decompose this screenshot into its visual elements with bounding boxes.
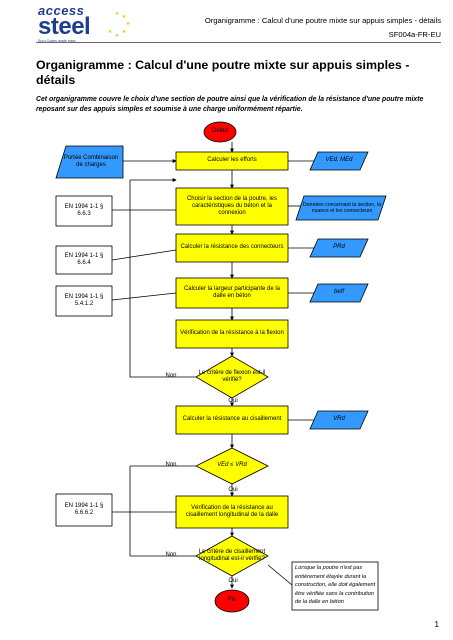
header-document-code: SF004a-FR-EU [388,30,441,39]
decision-vcheck-label: VEd ≤ VRd [217,462,247,469]
eu-stars-icon: ★ ★ ★ ★ ★ ★ [108,11,131,39]
ref-3-label: EN 1994 1-1 § 5.4.1.2 [64,293,104,307]
logo-word-steel: steel [38,13,91,40]
page-title: Organigramme : Calcul d'une poutre mixte… [36,58,410,87]
input-vm-label: VEd, MEd [325,157,353,164]
non-label-3: Non [165,552,177,559]
input-beff-label: beff [333,289,344,296]
svg-text:★: ★ [122,29,127,35]
ref-box-1 [55,195,113,227]
process-cisaillement-box [175,405,289,435]
end-label: Fin [227,597,237,604]
header-title: Organigramme : Calcul d'une poutre mixte… [204,16,441,25]
svg-text:★: ★ [115,33,120,39]
svg-text:★: ★ [126,21,131,27]
svg-text:★: ★ [108,29,113,35]
decision-flexion-label: Le critère de flexion est-il vérifié? [198,369,266,383]
page-number: 1 [434,620,439,629]
process-section-label: Choisir la section de la poutre, les car… [186,195,278,217]
note-box [291,561,379,611]
input-portee-shape [55,145,124,179]
input-prd-label: PRd [333,244,345,251]
non-label-2: Non [165,462,177,469]
process-connecteurs-label: Calculer la résistance des connecteurs [180,244,284,251]
end-terminal [214,589,250,613]
ref-1-label: EN 1994 1-1 § 6.6.3 [64,203,104,217]
ref-box-4 [55,493,113,527]
input-vm-shape [309,151,369,171]
ref-4-label: EN 1994 1-1 § 6.6.6.2 [64,502,104,516]
svg-text:★: ★ [122,14,127,20]
input-donnees-label: Données concernant la section, la nuance… [302,201,382,214]
process-largeur-label: Calculer la largeur participante de la d… [183,285,281,299]
oui-label-3: Oui [228,578,238,585]
ref-2-label: EN 1994 1-1 § 6.6.4 [64,252,104,266]
input-vrd-label: VRd [333,416,345,423]
process-longitudinal-box [175,495,289,529]
oui-label-2: Oui [228,487,238,494]
input-vrd-shape [309,410,369,430]
note-text: Lorsque la poutre n'est pas entièrement … [295,565,376,606]
oui-label-1: Oui [228,398,238,405]
start-label: Début [211,128,228,135]
process-efforts-box [175,151,289,171]
decision-vcheck-diamond [195,447,269,485]
input-donnees-shape [295,195,387,221]
start-terminal [203,121,237,143]
process-flexion-box [175,319,289,349]
flow-connectors [111,142,319,589]
intro-paragraph: Cet organigramme couvre le choix d'une s… [36,96,424,113]
logo-word-access: access [38,3,85,18]
ref-box-2 [55,245,113,275]
process-efforts-label: Calculer les efforts [207,157,257,164]
process-largeur-box [175,277,289,309]
input-portee-label: Portée Combinaison de charges [63,154,119,168]
process-connecteurs-box [175,233,289,263]
process-section-box [175,187,289,226]
ref-box-3 [55,285,113,317]
non-label-1: Non [165,373,177,380]
svg-text:★: ★ [115,11,120,17]
decision-longitudinal-label: Le critère de cisaillement longitudinal … [198,548,266,562]
decision-longitudinal-diamond [195,535,269,577]
logo-tagline: Euro Codes made easy [38,39,76,43]
input-beff-shape [309,283,369,303]
process-cisaillement-label: Calculer la résistance au cisaillement [182,416,282,423]
header-divider [36,42,441,43]
input-prd-shape [309,238,369,258]
decision-flexion-diamond [195,355,269,399]
access-steel-logo: access steel Euro Codes made easy [38,4,94,44]
process-longitudinal-label: Vérification de la résistance au cisaill… [185,504,279,518]
process-flexion-label: Vérification de la résistance à la flexi… [180,330,284,337]
